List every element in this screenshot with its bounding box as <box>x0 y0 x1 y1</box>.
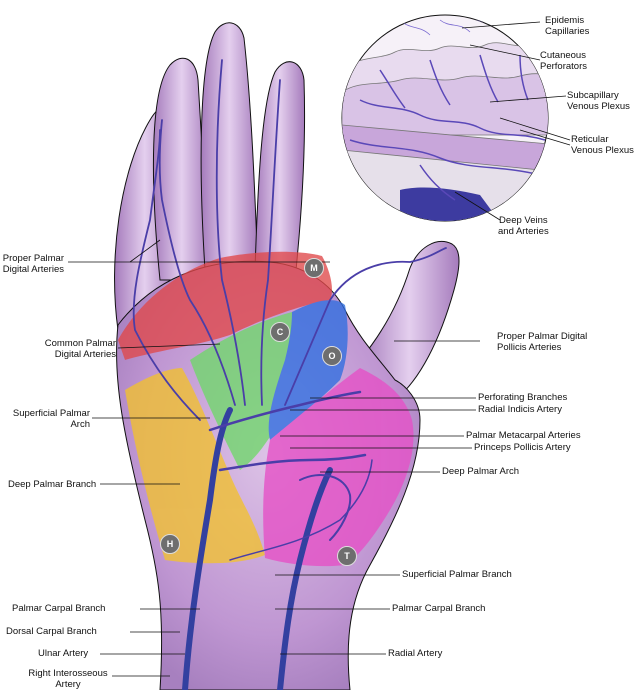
zone-c-badge: C <box>270 322 290 342</box>
label-palmar-carpal-branch-left: Palmar Carpal Branch <box>12 603 106 614</box>
zone-h-badge: H <box>160 534 180 554</box>
zone-m-badge: M <box>304 258 324 278</box>
label-perforating-branches: Perforating Branches <box>478 392 568 403</box>
zone-h <box>125 368 265 564</box>
zone-t <box>263 368 414 567</box>
middle-finger <box>200 22 259 271</box>
zone-m <box>118 251 333 360</box>
label-deep-palmar-arch: Deep Palmar Arch <box>442 466 520 477</box>
index-finger <box>254 61 306 271</box>
label-radial-indicis: Radial Indicis Artery <box>478 404 562 415</box>
label-radial-artery: Radial Artery <box>388 648 443 659</box>
zone-t-badge: T <box>337 546 357 566</box>
zone-o-badge: O <box>322 346 342 366</box>
label-dorsal-carpal-branch: Dorsal Carpal Branch <box>6 626 97 637</box>
vessels <box>132 59 447 693</box>
label-palmar-metacarpal: Palmar Metacarpal Arteries <box>466 430 581 441</box>
label-princeps-pollicis: Princeps Pollicis Artery <box>474 442 571 453</box>
thumb <box>359 241 460 401</box>
label-deep-palmar-branch: Deep Palmar Branch <box>8 479 97 490</box>
zone-o <box>268 300 348 440</box>
label-palmar-carpal-branch-right: Palmar Carpal Branch <box>392 603 486 614</box>
label-ulnar-artery: Ulnar Artery <box>38 648 89 659</box>
label-superficial-palmar-branch: Superficial Palmar Branch <box>402 569 512 580</box>
